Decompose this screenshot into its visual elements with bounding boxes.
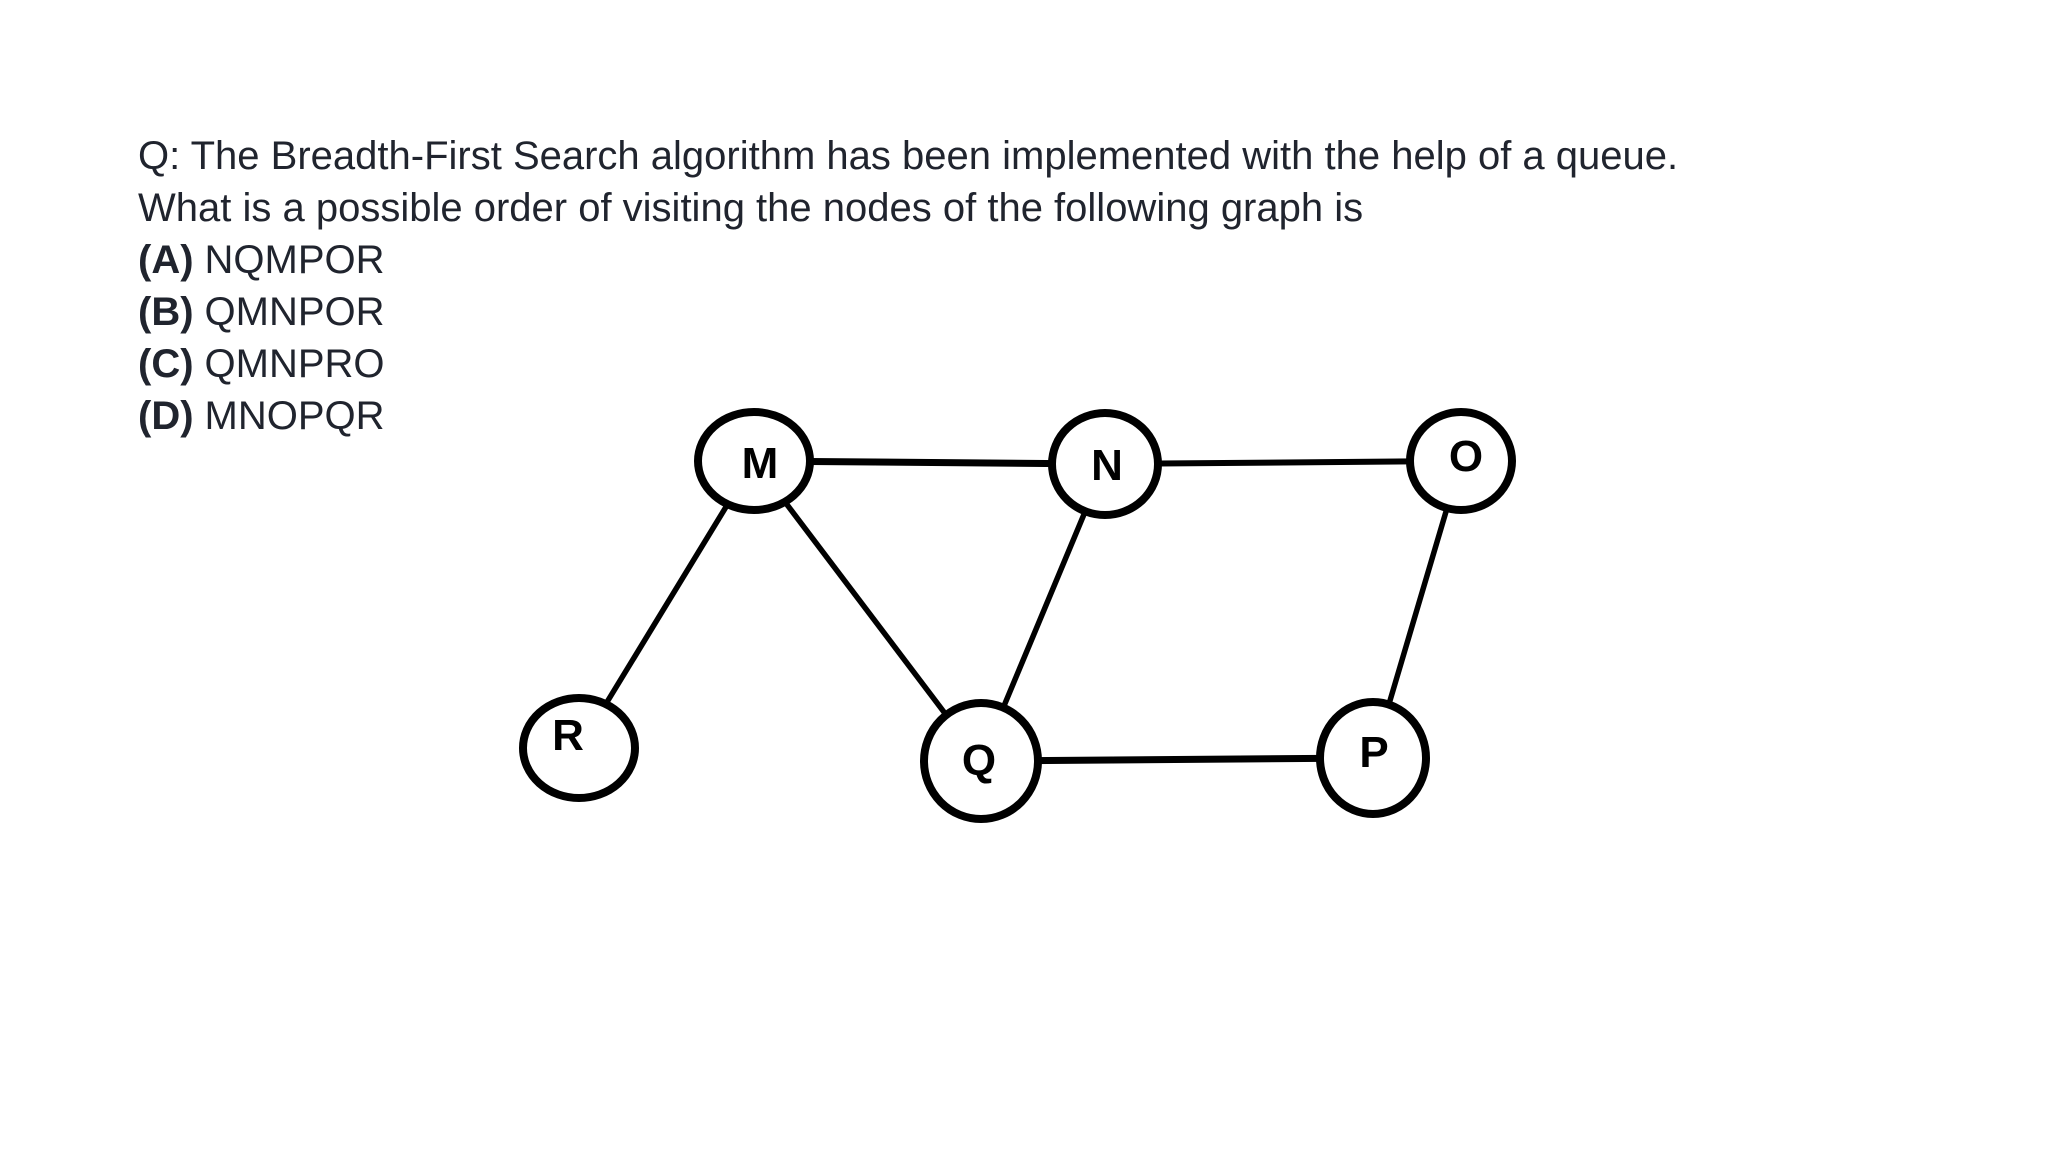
graph-node-R <box>519 694 639 802</box>
graph-edge-N-O <box>1104 458 1462 467</box>
option-a-value: NQMPOR <box>204 238 385 282</box>
option-b: (B)QMNPOR <box>138 286 1678 338</box>
option-d-value: MNOPQR <box>204 394 385 438</box>
option-b-value: QMNPOR <box>204 290 385 334</box>
graph-node-O <box>1406 408 1516 514</box>
option-d: (D)MNOPQR <box>138 390 1678 442</box>
graph-node-M <box>694 408 814 514</box>
option-c-value: QMNPRO <box>204 342 385 386</box>
option-c-letter: (C) <box>138 342 194 386</box>
graph-edge-M-R <box>576 459 757 750</box>
graph-node-label-O: O <box>1449 432 1483 481</box>
graph-node-Q <box>920 699 1042 823</box>
option-c: (C)QMNPRO <box>138 338 1678 390</box>
question-line-1: Q: The Breadth-First Search algorithm ha… <box>138 134 1679 178</box>
option-a-letter: (A) <box>138 238 194 282</box>
graph-node-label-M: M <box>742 439 779 488</box>
option-d-letter: (D) <box>138 394 194 438</box>
option-b-letter: (B) <box>138 290 194 334</box>
graph-node-P <box>1316 698 1430 818</box>
graph-edge-Q-P <box>980 754 1374 765</box>
graph-node-N <box>1048 409 1162 519</box>
graph-node-label-Q: Q <box>962 736 996 785</box>
graph-edge-M-Q <box>751 459 984 763</box>
graph-node-label-N: N <box>1091 441 1123 490</box>
graph-node-label-R: R <box>552 711 584 760</box>
graph-node-label-P: P <box>1359 728 1388 777</box>
question-line-2: What is a possible order of visiting the… <box>138 186 1364 230</box>
option-a: (A)NQMPOR <box>138 234 1678 286</box>
question-block: Q: The Breadth-First Search algorithm ha… <box>138 130 1678 442</box>
